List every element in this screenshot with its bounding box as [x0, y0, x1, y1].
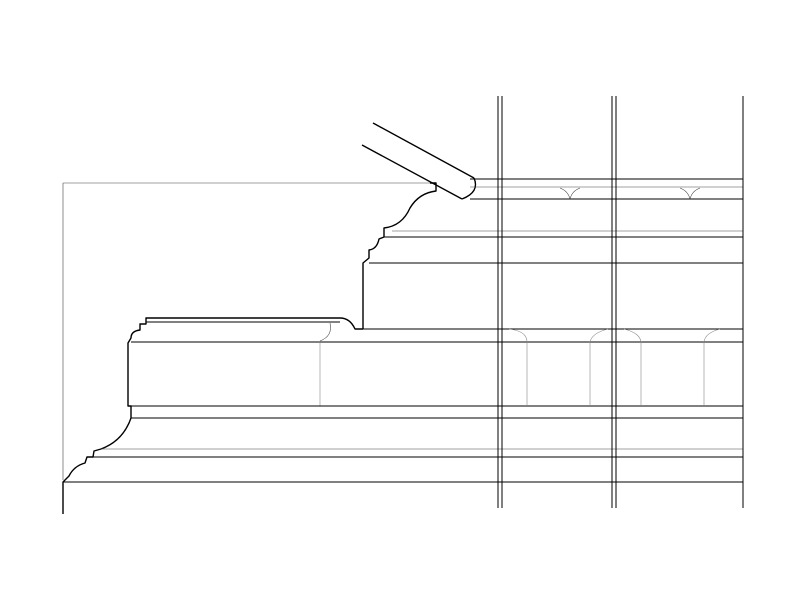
modillions — [508, 328, 721, 406]
construction-outline — [62, 182, 430, 480]
upper-cornice-profile — [362, 182, 437, 329]
upper-cornice-courses — [369, 178, 743, 264]
raking-member — [361, 122, 477, 200]
vertical-reference-lines — [497, 96, 744, 508]
lower-courses — [63, 417, 743, 483]
